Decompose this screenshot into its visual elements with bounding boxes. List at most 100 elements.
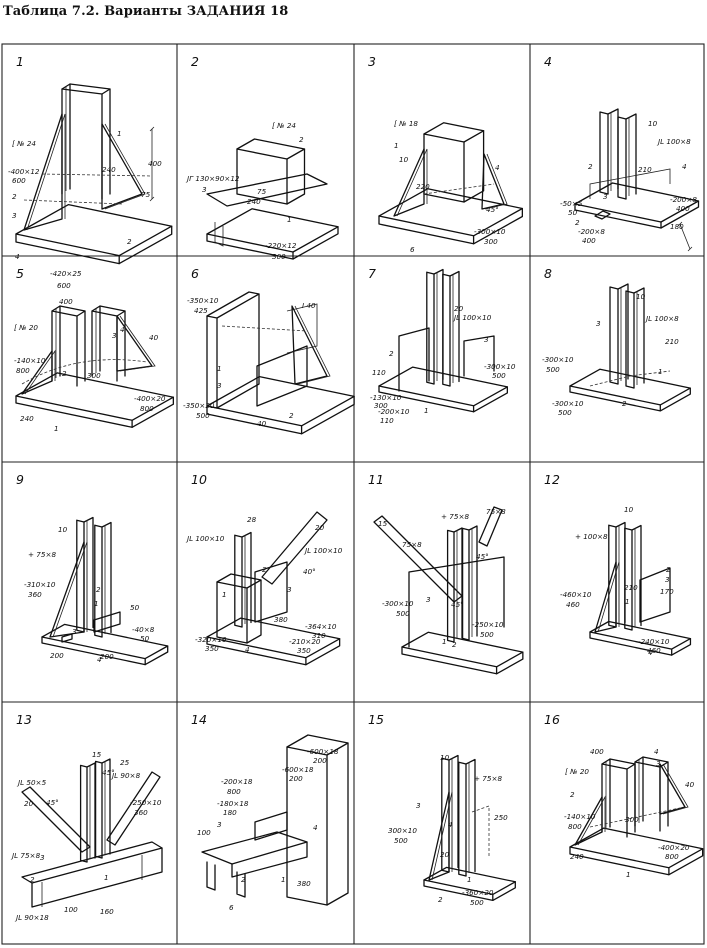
- sketch-line: [625, 113, 637, 200]
- sketch-line: [206, 861, 246, 898]
- sketch-line: [626, 763, 636, 838]
- dimension-label: 40: [257, 419, 267, 428]
- sketch-line: [101, 758, 111, 859]
- dimension-label: -300×10: [552, 399, 584, 408]
- dimension-label: 300: [374, 401, 388, 410]
- dimension-tick: [677, 221, 693, 252]
- dimension-label: 380: [297, 879, 311, 888]
- dimension-label: 10: [624, 505, 634, 514]
- sketch-line: [286, 303, 318, 354]
- dimension-label: 2: [62, 369, 67, 378]
- sketch-line: [461, 527, 470, 641]
- dimension-label: + 75×8: [28, 550, 56, 559]
- dimension-label: -200×10: [378, 407, 410, 416]
- sketch-line: [231, 841, 308, 878]
- dimension-label: 300: [625, 815, 639, 824]
- dimension-label: 40: [149, 333, 159, 342]
- variant-number: 11: [368, 472, 384, 487]
- variant-number: 14: [191, 712, 207, 727]
- sketch-line: [291, 305, 328, 385]
- sketch-line: [442, 273, 451, 387]
- dimension-label: 100: [64, 905, 78, 914]
- dimension-label: 2: [262, 565, 267, 574]
- dimension-label: 40: [685, 780, 695, 789]
- sketch-line: [615, 521, 626, 628]
- dimension-label: 2: [575, 218, 580, 227]
- dimension-label: -364×10: [305, 622, 337, 631]
- dimension-label: 2: [12, 192, 17, 201]
- dimension-label: 800: [568, 822, 582, 831]
- dimension-label: -600×18: [282, 765, 314, 774]
- dimension-label: 50: [130, 603, 140, 612]
- sketch-line: [594, 210, 611, 220]
- dimension-label: -210×20: [289, 637, 321, 646]
- sketch-line: [221, 325, 308, 332]
- dimension-label: 45°: [451, 600, 464, 609]
- dimension-label: 1: [104, 873, 109, 882]
- sketch-line: [433, 268, 444, 385]
- dimension-label: -200×18: [221, 777, 253, 786]
- dimension-label: -200×8: [578, 227, 605, 236]
- dimension-label: 3: [416, 801, 421, 810]
- sketch-line: [326, 742, 349, 906]
- sketch-line: [286, 734, 349, 756]
- sketch-line: [21, 359, 148, 385]
- sketch-line: [481, 153, 505, 210]
- sketch-line: [597, 561, 620, 633]
- dimension-label: 380: [274, 615, 288, 624]
- dimension-label: 500: [546, 365, 560, 374]
- sketch-line: [607, 108, 619, 195]
- variant-number: 15: [368, 712, 384, 727]
- dimension-label: 800: [665, 852, 679, 861]
- dimension-label: 20: [454, 304, 464, 313]
- dimension-label: 1: [625, 597, 630, 606]
- sketch-line: [441, 757, 450, 873]
- dimension-label: 500: [470, 898, 484, 907]
- dimension-label: 40°: [303, 567, 316, 576]
- dimension-label: 310: [312, 631, 326, 640]
- dimension-label: 240: [102, 165, 116, 174]
- sketch-line: [41, 855, 143, 907]
- sketch-line: [662, 763, 689, 815]
- dimension-label: 300: [272, 252, 286, 261]
- sketch-line: [51, 305, 61, 382]
- dimension-label: 600: [57, 281, 71, 290]
- dimension-label: [ № 18: [394, 119, 418, 128]
- dimension-label: 4: [245, 645, 250, 654]
- sketch-line: [21, 841, 163, 884]
- sketch-line: [256, 345, 308, 407]
- sketch-line: [453, 527, 463, 643]
- dimension-label: 2: [588, 162, 593, 171]
- sketch-line: [659, 761, 669, 832]
- sketch-line: [484, 153, 508, 210]
- sketch-line: [617, 283, 629, 385]
- sketch-line: [659, 763, 686, 815]
- dimension-label: 75: [257, 187, 267, 196]
- sketch-line: [94, 524, 103, 638]
- sketch-line: [15, 225, 173, 265]
- dimension-label: 300: [484, 237, 498, 246]
- dimension-label: 400: [59, 297, 73, 306]
- dimension-label: ЈГ 130×90×12: [185, 174, 240, 183]
- dimension-label: 400: [590, 747, 604, 756]
- dimension-label: -250×10: [130, 798, 162, 807]
- dimension-label: 220: [416, 182, 430, 191]
- dimension-label: 1: [287, 215, 292, 224]
- sketch-line: [101, 123, 143, 210]
- dimension-label: 800: [16, 366, 30, 375]
- dimension-label: 2: [452, 640, 457, 649]
- sketch-line: [91, 305, 101, 377]
- dimension-label: 500: [492, 371, 506, 380]
- sketch-line: [41, 173, 153, 177]
- sketch-line: [574, 796, 603, 846]
- variant-number: 2: [191, 54, 199, 69]
- dimension-label: -350×10: [187, 296, 219, 305]
- dimension-label: 4: [120, 325, 125, 334]
- variant-4: 4ЈL 100×8-50×550-200×8400-200×8400102101…: [544, 54, 700, 252]
- dimension-label: -300×10: [474, 227, 506, 236]
- dimension-label: 110: [372, 368, 386, 377]
